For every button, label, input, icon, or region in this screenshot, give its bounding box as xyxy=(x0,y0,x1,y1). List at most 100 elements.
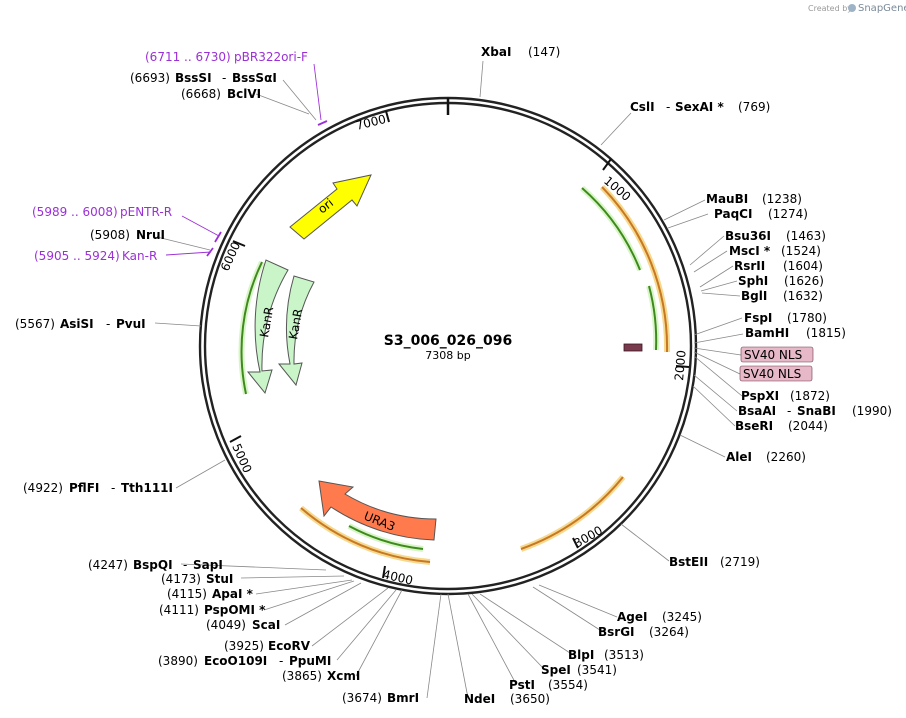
site-pflfi: PflFI xyxy=(69,481,99,495)
created-by-label: Created by xyxy=(808,4,852,13)
site-ecorv: EcoRV xyxy=(268,639,311,653)
site-nrui: NruI xyxy=(136,228,165,242)
site-nrui-pos: (5908) xyxy=(90,228,130,242)
site-xbai: XbaI xyxy=(481,45,511,59)
leader-lines xyxy=(154,60,744,699)
site-rsrii: RsrII xyxy=(734,259,765,273)
site-paqci-pos: (1274) xyxy=(768,207,808,221)
site-bclvi: BclVI xyxy=(227,87,261,101)
site-sphi: SphI xyxy=(738,274,768,288)
site-blpi: BlpI xyxy=(568,648,594,662)
site-stui-pos: (4173) xyxy=(161,572,201,586)
site-bseri: BseRI xyxy=(735,419,773,433)
site-bsteii: BstEII xyxy=(669,555,708,569)
site-sapi: SapI xyxy=(193,558,223,572)
site-stui: StuI xyxy=(206,572,233,586)
site-apai-pos: (4115) xyxy=(167,587,207,601)
site-bamhi-pos: (1815) xyxy=(806,326,846,340)
site-bspqi-pos: (4247) xyxy=(88,558,128,572)
primer-pbr322ori-f-range: (6711 .. 6730) xyxy=(145,50,231,64)
site-sexai: SexAI * xyxy=(675,100,724,114)
feature-label-kanr-1: KanR xyxy=(257,306,276,339)
primer-pentr-r-range: (5989 .. 6008) xyxy=(32,205,118,219)
feature-kanr-1 xyxy=(246,259,289,395)
site-scai-pos: (4049) xyxy=(206,618,246,632)
tick-label-3000: 3000 xyxy=(572,523,605,550)
site-msci: MscI * xyxy=(729,244,771,258)
site-bspqi: BspQI xyxy=(133,558,173,572)
site-pspomi-pos: (4111) xyxy=(159,603,199,617)
site-paqci: PaqCI xyxy=(714,207,752,221)
site-sphi-pos: (1626) xyxy=(784,274,824,288)
nls-tag-2 xyxy=(739,365,813,382)
feature-ori xyxy=(289,174,372,240)
nls-tag-1 xyxy=(740,346,814,363)
site-bsu36i-pos: (1463) xyxy=(786,229,826,243)
site-snabi: SnaBI xyxy=(797,404,836,418)
site-bmri: BmrI xyxy=(387,691,419,705)
site-bsteii-pos: (2719) xyxy=(720,555,760,569)
feature-kanr-2 xyxy=(277,275,315,387)
site-spei-pos: (3541) xyxy=(577,663,617,677)
primer-pbr322ori-f: pBR322ori-F xyxy=(234,50,308,64)
site-scai: ScaI xyxy=(252,618,280,632)
primer-labels: (6711 .. 6730) pBR322ori-F (5989 .. 6008… xyxy=(32,50,308,263)
site-bmri-pos: (3674) xyxy=(342,691,382,705)
primer-pentr-r: pENTR-R xyxy=(120,205,172,219)
feature-ura3 xyxy=(318,480,437,541)
svg-text:-: - xyxy=(787,404,791,418)
site-bamhi: BamHI xyxy=(745,326,789,340)
site-bgli-pos: (1632) xyxy=(783,289,823,303)
site-pspomi: PspOMI * xyxy=(204,603,266,617)
tick-label-4000: 4000 xyxy=(381,567,414,588)
site-ecoo109i: EcoO109I xyxy=(204,654,267,668)
plasmid-name: S3_006_026_096 xyxy=(384,333,513,349)
snapgene-logo-icon xyxy=(848,4,856,12)
nls-tag-label-2: SV40 NLS xyxy=(743,367,801,381)
site-ndei-pos: (3650) xyxy=(510,692,550,706)
site-bsaai: BsaAI xyxy=(738,404,776,418)
features: ori KanR KanR URA3 xyxy=(246,174,437,541)
site-agei: AgeI xyxy=(617,610,647,624)
nls-block xyxy=(623,343,643,352)
green-track-arc xyxy=(581,187,641,271)
site-maubi-pos: (1238) xyxy=(762,192,802,206)
plasmid-size: 7308 bp xyxy=(425,349,470,362)
site-psti: PstI xyxy=(509,678,535,692)
site-fspi-pos: (1780) xyxy=(787,311,827,325)
green-track-arc-3 xyxy=(348,525,424,550)
site-asisi-pos: (5567) xyxy=(15,317,55,331)
site-pspxi: PspXI xyxy=(741,389,779,403)
site-msci-pos: (1524) xyxy=(781,244,821,258)
orange-track-arc xyxy=(601,186,669,353)
site-bgli: BglI xyxy=(741,289,767,303)
site-xcmi: XcmI xyxy=(327,669,360,683)
primer-kan-r-range: (5905 .. 5924) xyxy=(34,249,120,263)
green-track-arc-2 xyxy=(648,285,658,351)
primer-leaders xyxy=(165,63,328,257)
svg-text:-: - xyxy=(666,100,670,114)
site-bsrgi: BsrGI xyxy=(598,625,635,639)
orange-track-arc-2 xyxy=(520,476,624,550)
site-alei: AleI xyxy=(726,450,752,464)
site-asisi: AsiSI xyxy=(60,317,94,331)
site-bsssai: BssSαI xyxy=(232,71,277,85)
site-bseri-pos: (2044) xyxy=(788,419,828,433)
site-rsrii-pos: (1604) xyxy=(783,259,823,273)
snapgene-credit: Created by SnapGene xyxy=(808,3,906,14)
site-bsssi-pos: (6693) xyxy=(130,71,170,85)
nls-tag-label-1: SV40 NLS xyxy=(744,348,802,362)
site-pspxi-pos: (1872) xyxy=(790,389,830,403)
green-track-arc-4 xyxy=(240,261,263,395)
brand-label: SnapGene xyxy=(858,3,906,14)
site-labels: XbaI (147) CslI - SexAI * (769) MauBI (1… xyxy=(15,45,892,706)
site-bsrgi-pos: (3264) xyxy=(649,625,689,639)
site-blpi-pos: (3513) xyxy=(604,648,644,662)
primer-kan-r: Kan-R xyxy=(122,249,157,263)
tick-label-2000: 2000 xyxy=(672,350,689,382)
site-ppumi: PpuMI xyxy=(289,654,331,668)
svg-text:-: - xyxy=(111,481,115,495)
site-maubi: MauBI xyxy=(706,192,748,206)
svg-text:-: - xyxy=(222,71,226,85)
